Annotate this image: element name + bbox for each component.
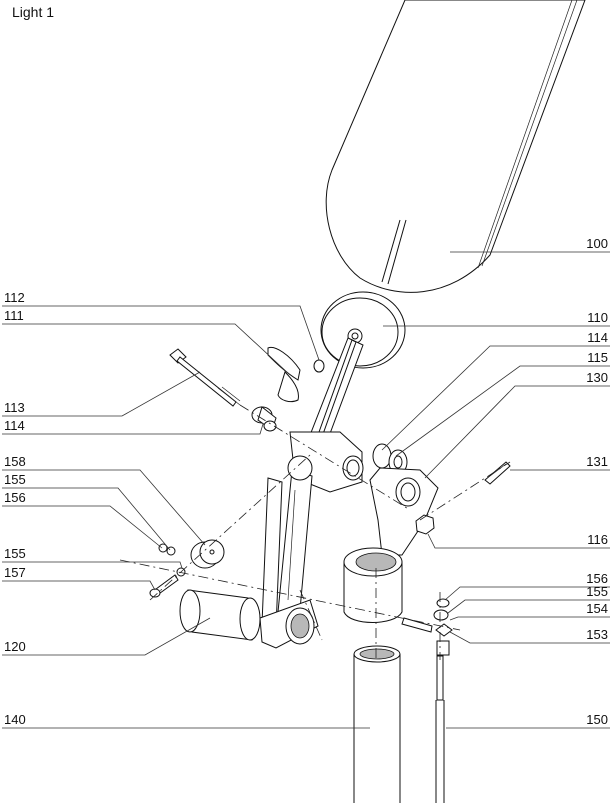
lamp-shade [325, 0, 586, 293]
part-label-155-right: 155 [586, 584, 608, 599]
part-label-120: 120 [4, 639, 26, 654]
pole [353, 645, 401, 803]
part-label-140: 140 [4, 712, 26, 727]
elbow-joint [369, 467, 439, 556]
part-label-157: 157 [4, 565, 26, 580]
part-labels: 100 112 111 110 114 115 130 113 114 158 … [4, 236, 608, 727]
wing-screw [267, 346, 325, 403]
page-title: Light 1 [12, 4, 55, 20]
part-label-131: 131 [586, 454, 608, 469]
part-label-100: 100 [586, 236, 608, 251]
part-label-114-right: 114 [587, 330, 608, 345]
part-label-153: 153 [586, 627, 608, 642]
part-label-112: 112 [4, 290, 25, 305]
part-label-114-left: 114 [4, 418, 25, 433]
part-label-116: 116 [587, 532, 608, 547]
bushing-left [251, 406, 277, 432]
leader-lines [2, 251, 610, 729]
assembly-axes [119, 404, 511, 660]
sleeve-cylinder [179, 589, 261, 641]
base-socket [343, 547, 403, 623]
hardware-stack-right [401, 598, 453, 803]
part-label-156-left: 156 [4, 490, 26, 505]
disc-mount [320, 291, 406, 369]
part-label-155-upper: 155 [4, 472, 26, 487]
part-label-130: 130 [586, 370, 608, 385]
part-label-158: 158 [4, 454, 26, 469]
part-label-154: 154 [586, 601, 608, 616]
small-hardware-left [149, 543, 186, 598]
long-bolt [169, 348, 241, 407]
part-label-150: 150 [586, 712, 608, 727]
side-bolt [484, 461, 511, 485]
part-label-155-lower: 155 [4, 546, 26, 561]
part-label-113: 113 [4, 400, 25, 415]
part-label-110: 110 [587, 310, 608, 325]
knob-cap [190, 539, 225, 569]
part-label-111: 111 [4, 308, 24, 323]
part-label-115: 115 [587, 350, 608, 365]
part-label-156-right: 156 [586, 571, 608, 586]
lower-arm [259, 455, 319, 649]
